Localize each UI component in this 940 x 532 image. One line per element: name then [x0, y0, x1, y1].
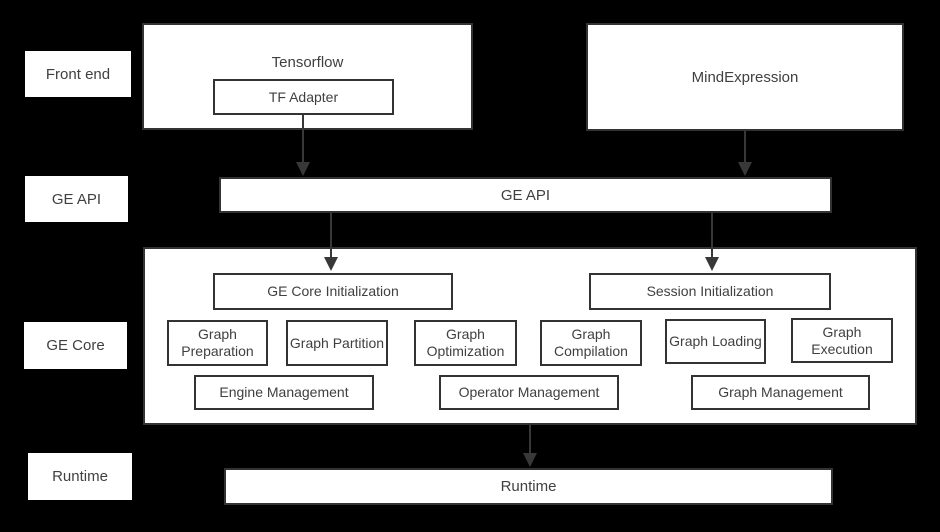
mindexpression-box: MindExpression — [586, 23, 904, 131]
runtime-bar: Runtime — [224, 468, 833, 505]
graph-management-label: Graph Management — [718, 384, 843, 400]
row-label-front-end: Front end — [25, 51, 131, 97]
row-label-ge-api: GE API — [25, 176, 128, 222]
row-label-ge-core: GE Core — [24, 322, 127, 369]
graph-loading-label: Graph Loading — [669, 333, 762, 349]
graph-optimization-label: Graph Optimization — [426, 326, 505, 359]
ge-core-box: GE Core Initialization Session Initializ… — [143, 247, 917, 425]
ge-core-initialization-label: GE Core Initialization — [267, 283, 399, 299]
graph-compilation-label: Graph Compilation — [554, 326, 628, 359]
graph-preparation-label: Graph Preparation — [181, 326, 254, 359]
tensorflow-box: Tensorflow TF Adapter — [142, 23, 473, 130]
ge-core-initialization-box: GE Core Initialization — [213, 273, 453, 310]
runtime-bar-label: Runtime — [500, 478, 557, 495]
graph-partition-box: Graph Partition — [286, 320, 388, 366]
engine-management-box: Engine Management — [194, 375, 374, 410]
engine-management-label: Engine Management — [219, 384, 349, 400]
tensorflow-label: Tensorflow — [271, 54, 344, 71]
graph-optimization-box: Graph Optimization — [414, 320, 517, 366]
graph-execution-box: Graph Execution — [791, 318, 893, 363]
graph-loading-box: Graph Loading — [665, 319, 766, 364]
tf-adapter-label: TF Adapter — [268, 88, 339, 105]
ge-api-bar: GE API — [219, 177, 832, 213]
operator-management-box: Operator Management — [439, 375, 619, 410]
operator-management-label: Operator Management — [458, 384, 600, 400]
graph-preparation-box: Graph Preparation — [167, 320, 268, 366]
graph-compilation-box: Graph Compilation — [540, 320, 642, 366]
mindexpression-label: MindExpression — [691, 68, 799, 86]
graph-partition-label: Graph Partition — [289, 334, 385, 351]
ge-api-bar-label: GE API — [500, 186, 551, 204]
graph-execution-label: Graph Execution — [811, 323, 873, 357]
row-label-runtime: Runtime — [28, 453, 132, 500]
session-initialization-box: Session Initialization — [589, 273, 831, 310]
graph-management-box: Graph Management — [691, 375, 870, 410]
tf-adapter-box: TF Adapter — [213, 79, 394, 115]
session-initialization-label: Session Initialization — [646, 283, 774, 299]
